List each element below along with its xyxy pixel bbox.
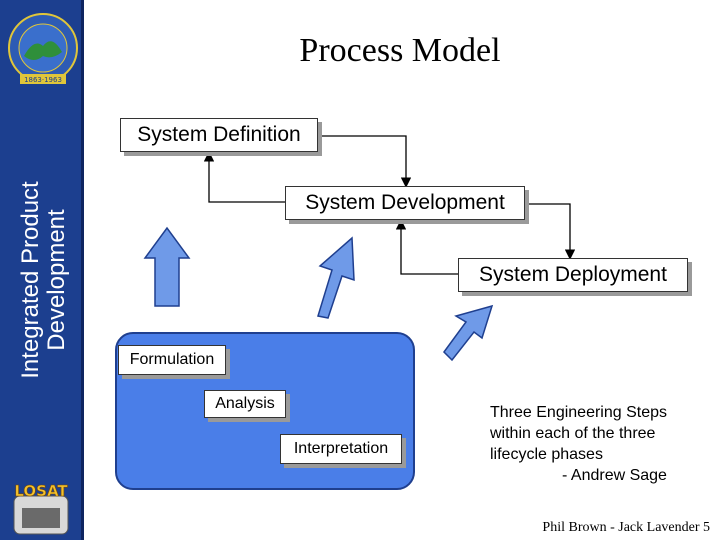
sidebar: 1863·1963 Integrated Product Development… [0, 0, 84, 540]
connector-development-to-deployment [525, 203, 576, 260]
footer: Phil Brown - Jack Lavender 5 [542, 520, 710, 535]
quote: Three Engineering Steps within each of t… [490, 402, 710, 486]
connector-deployment-back-to-development [395, 219, 458, 275]
phase-system-development: System Development [285, 186, 525, 220]
quote-line-1: Three Engineering Steps [490, 404, 667, 421]
university-seal-logo: 1863·1963 [8, 13, 78, 84]
phase-system-deployment: System Deployment [458, 258, 688, 292]
quote-author: - Andrew Sage [562, 467, 667, 484]
connector-development-back-to-definition [203, 151, 285, 203]
connector-definition-to-development [318, 135, 412, 188]
losat-logo-text: LOSAT [14, 482, 68, 500]
upward-block-arrow-2 [317, 236, 355, 319]
upward-block-arrow-3 [443, 304, 494, 362]
quote-line-2: within each of the three [490, 425, 656, 442]
losat-logo: LOSAT [13, 482, 69, 535]
upward-block-arrow-1 [143, 226, 191, 307]
quote-line-3: lifecycle phases [490, 446, 603, 463]
logo-band-text: 1863·1963 [24, 76, 62, 84]
phase-system-definition: System Definition [120, 118, 318, 152]
step-formulation: Formulation [118, 345, 226, 375]
page-title: Process Model [299, 32, 501, 69]
step-interpretation: Interpretation [280, 434, 402, 464]
step-analysis: Analysis [204, 390, 286, 418]
